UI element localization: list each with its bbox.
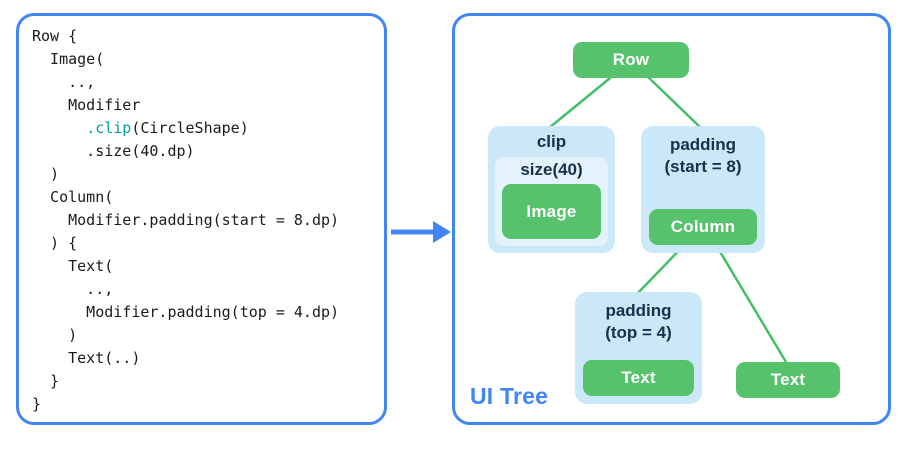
code-text-after: (CircleShape) .size(40.dp) ) Column( Mod… [32,119,340,413]
tree-node-row: Row [573,42,689,78]
code-block: Row { Image( .., Modifier .clip(CircleSh… [19,16,384,416]
code-clip-highlight: .clip [86,119,132,137]
ui-tree-caption: UI Tree [470,383,549,409]
padding-start-label-line2: (start = 8) [664,157,742,177]
code-panel: Row { Image( .., Modifier .clip(CircleSh… [16,13,387,425]
size-modifier-group: size(40) Image [495,157,608,246]
tree-node-text-1: Text [583,360,694,396]
code-text-before: Row { Image( .., Modifier [32,27,141,114]
padding-top-group: padding (top = 4) Text [575,292,702,404]
tree-node-text-2: Text [736,362,840,398]
padding-top-label-line2: (top = 4) [605,323,672,343]
right-arrow-icon [391,221,451,243]
arrow-head [433,221,451,243]
ui-tree-panel: Row clip size(40) Image padding (start =… [452,13,891,425]
padding-start-label-line1: padding [669,135,737,154]
tree-node-image: Image [502,184,601,239]
tree-node-column: Column [649,209,757,245]
tree-edge-row-padding [644,73,702,129]
size-label: size(40) [520,160,583,180]
clip-modifier-group: clip size(40) Image [488,126,615,253]
tree-edge-row-clip [548,73,616,129]
padding-start-group: padding (start = 8) Column [641,126,765,253]
clip-label: clip [536,132,567,151]
tree-edge-column-text [711,239,788,363]
padding-top-label-line1: padding [605,301,672,320]
